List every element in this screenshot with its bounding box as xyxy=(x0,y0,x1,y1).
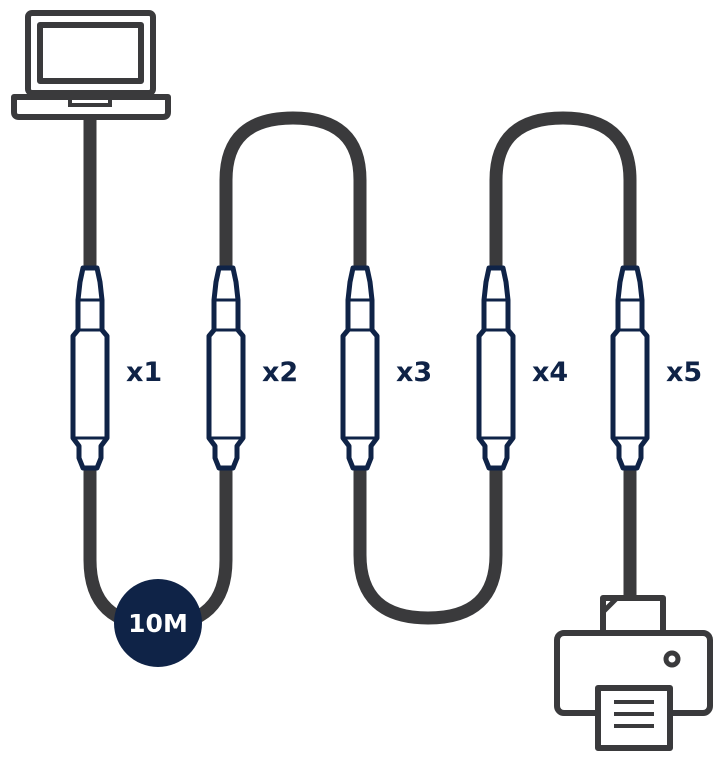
laptop-trackpad-notch xyxy=(68,99,112,107)
repeater-body xyxy=(70,265,110,471)
repeater-label: x5 xyxy=(666,357,702,388)
repeater-body xyxy=(610,265,650,471)
repeater-label: x4 xyxy=(532,357,568,388)
repeater-connector-1: x1 xyxy=(70,265,162,471)
printer-paper-out xyxy=(595,685,673,751)
laptop-icon xyxy=(11,10,171,120)
laptop-screen xyxy=(37,22,144,84)
repeater-label: x3 xyxy=(396,357,432,388)
repeater-connector-5: x5 xyxy=(610,265,702,471)
printer-paper-fold xyxy=(601,596,619,614)
repeater-group: x1 x2 x3 x4 x5 xyxy=(70,265,702,471)
length-badge-circle xyxy=(114,579,202,667)
repeater-body xyxy=(476,265,516,471)
length-badge-label: 10M xyxy=(128,609,188,638)
repeater-body xyxy=(340,265,380,471)
repeater-label: x2 xyxy=(262,357,298,388)
printer-icon xyxy=(554,595,713,751)
repeater-connector-2: x2 xyxy=(206,265,298,471)
repeater-connector-4: x4 xyxy=(476,265,568,471)
repeater-connector-3: x3 xyxy=(340,265,432,471)
repeater-body xyxy=(206,265,246,471)
printer-status-light xyxy=(663,650,681,668)
length-badge: 10M xyxy=(114,579,202,667)
repeater-label: x1 xyxy=(126,357,162,388)
